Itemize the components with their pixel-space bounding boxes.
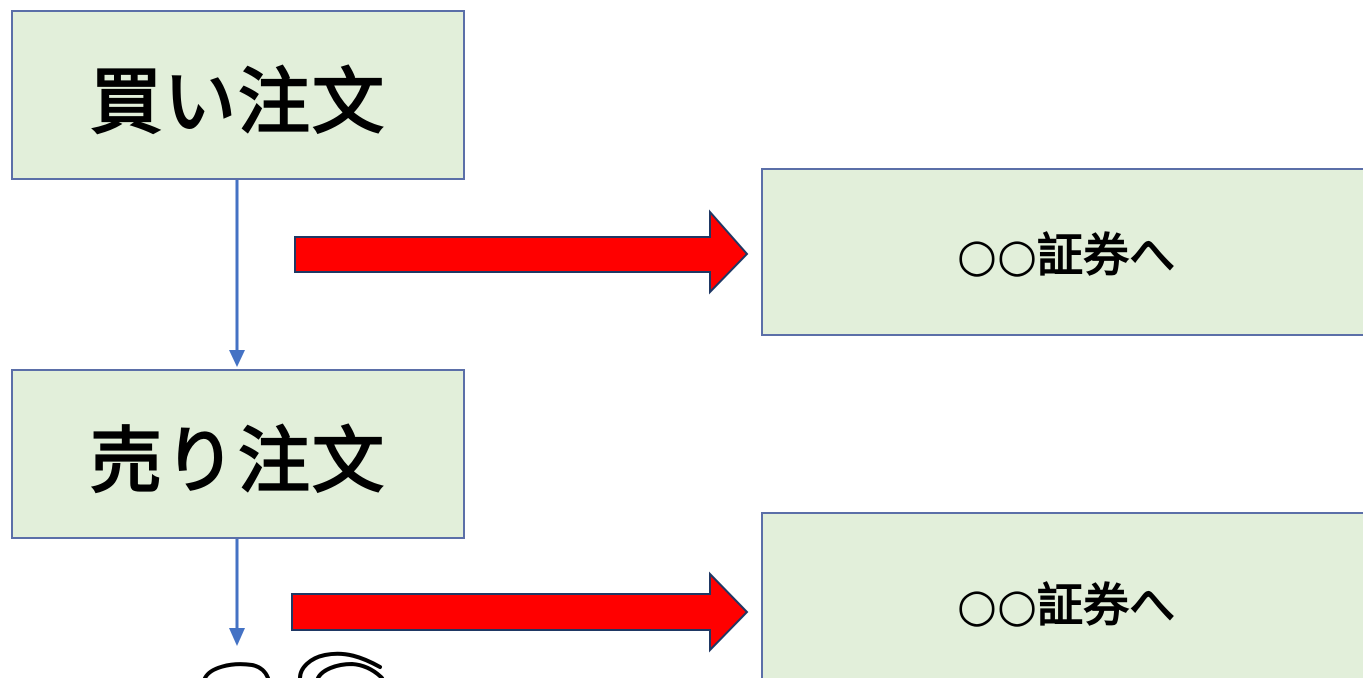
destination-label-2: ○○証券へ — [956, 578, 1176, 632]
flow-arrow-sell-down — [229, 539, 245, 646]
sell-order-box: 売り注文 — [11, 369, 465, 539]
red-arrow-1 — [294, 209, 749, 295]
destination-box-2: ○○証券へ — [761, 512, 1363, 678]
buy-order-box: 買い注文 — [11, 10, 465, 180]
flow-arrow-buy-to-sell — [229, 180, 245, 367]
partial-illustration-icon — [203, 651, 384, 678]
destination-box-1: ○○証券へ — [761, 168, 1363, 336]
destination-label-1: ○○証券へ — [956, 228, 1176, 282]
sell-order-label: 売り注文 — [89, 418, 386, 503]
buy-order-label: 買い注文 — [89, 59, 386, 144]
red-arrow-2 — [291, 571, 749, 653]
